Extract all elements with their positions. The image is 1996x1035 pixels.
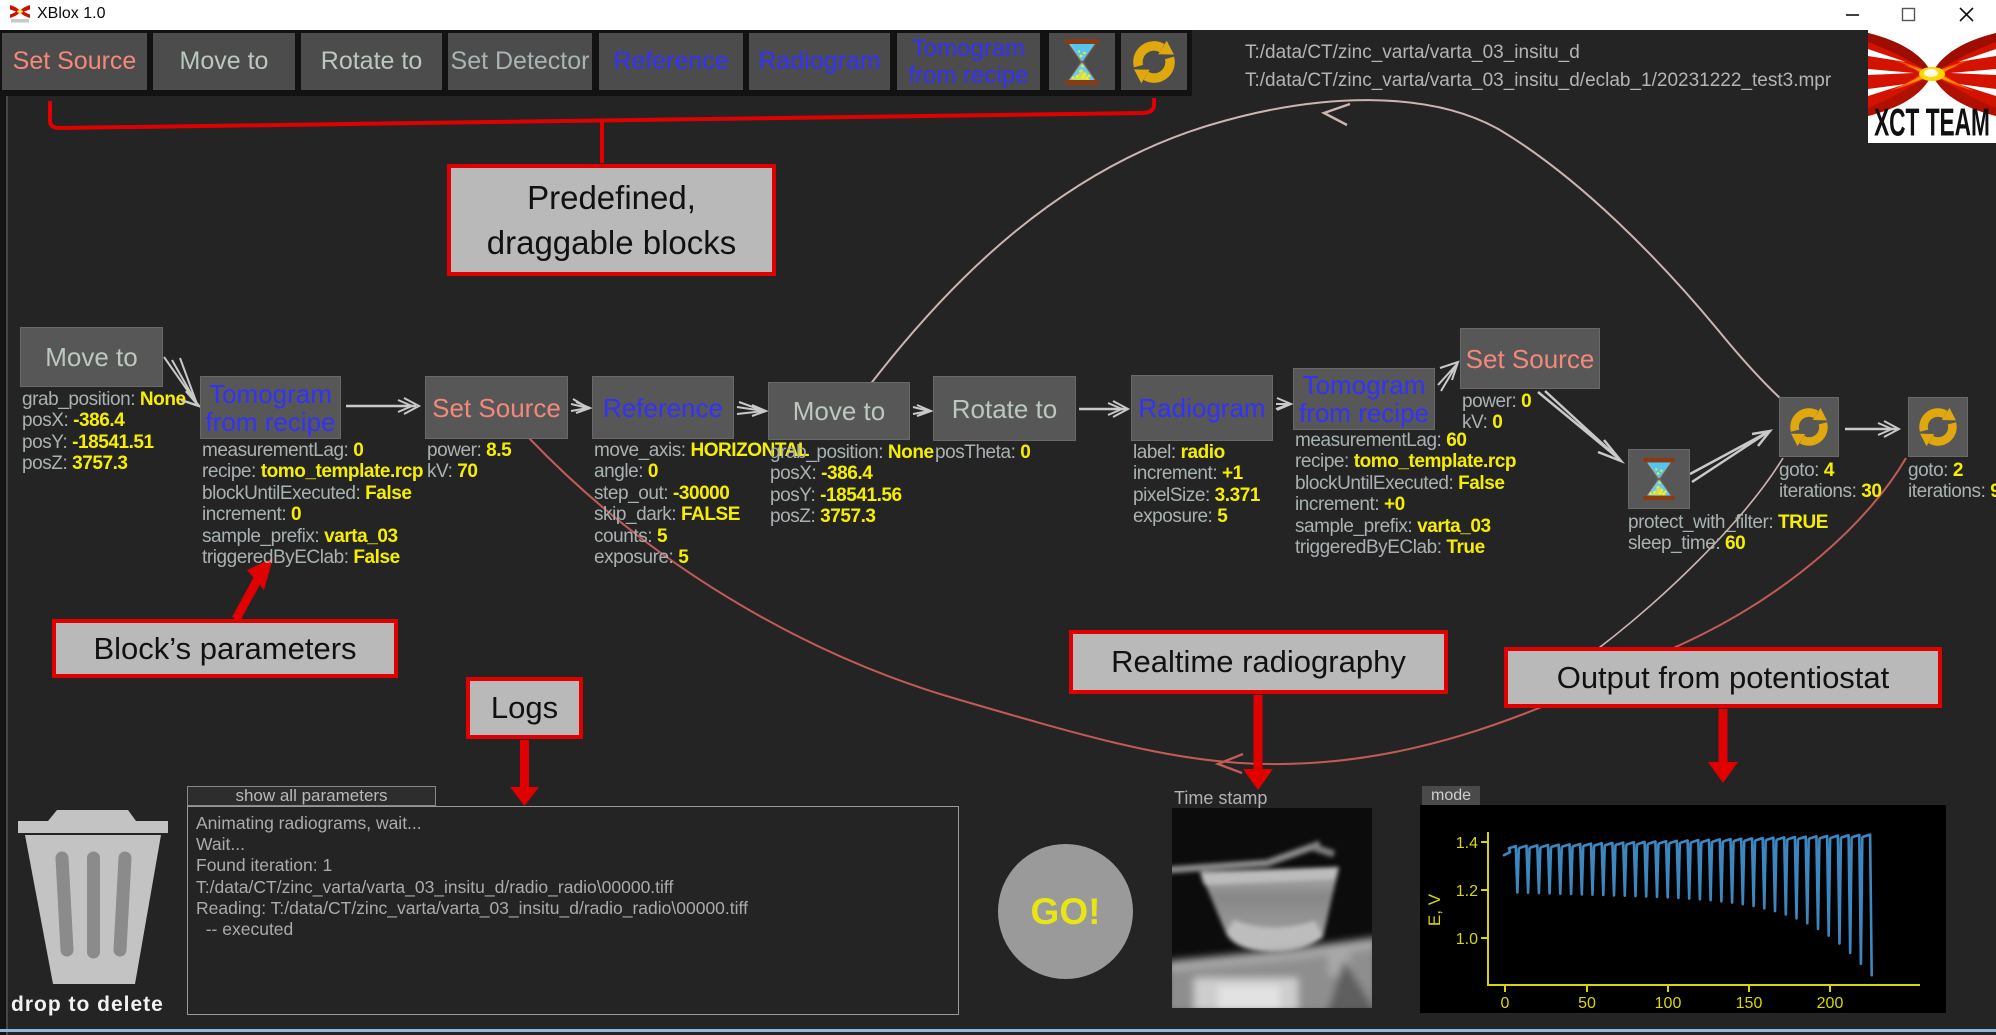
svg-text:50: 50 (1578, 995, 1596, 1012)
svg-text:E, V: E, V (1425, 893, 1444, 926)
svg-text:1.2: 1.2 (1456, 883, 1478, 900)
svg-text:150: 150 (1736, 995, 1763, 1012)
svg-text:0: 0 (1501, 995, 1510, 1012)
svg-text:200: 200 (1817, 995, 1844, 1012)
svg-text:1.0: 1.0 (1456, 931, 1478, 948)
svg-text:XCT TEAM: XCT TEAM (1874, 100, 1990, 143)
svg-text:100: 100 (1655, 995, 1682, 1012)
svg-text:1.4: 1.4 (1456, 835, 1478, 852)
